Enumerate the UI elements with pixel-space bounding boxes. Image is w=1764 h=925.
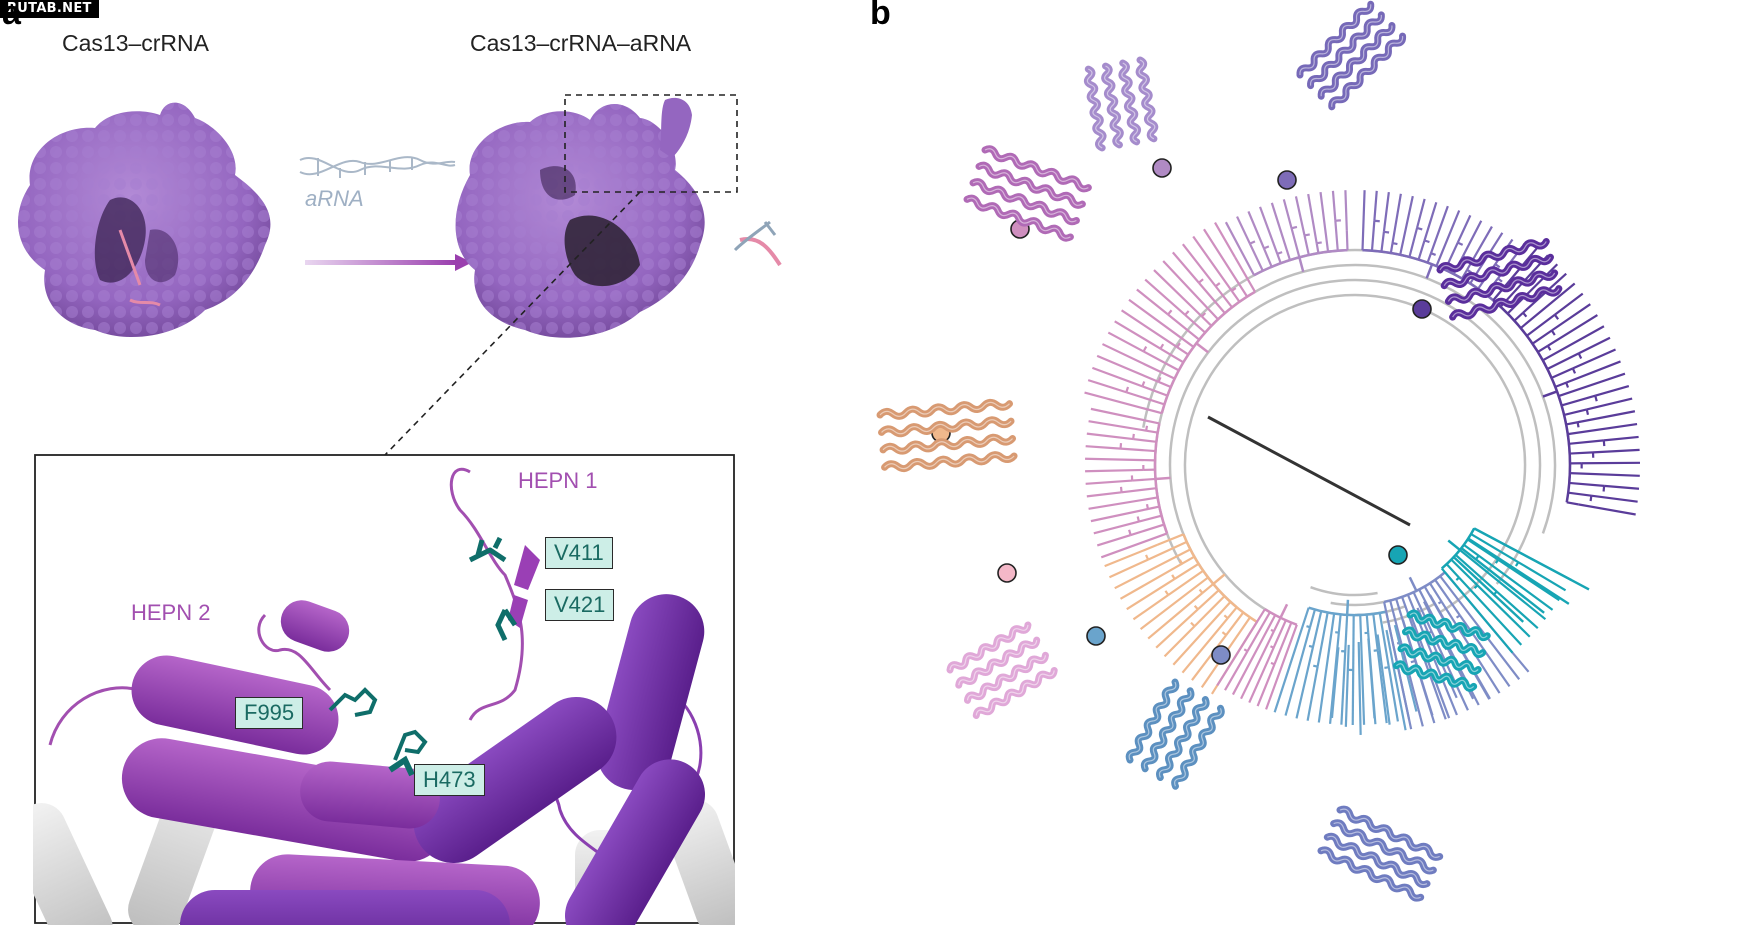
state2-title: Cas13–crRNA–aRNA bbox=[470, 30, 692, 56]
clade-marker bbox=[1412, 299, 1432, 319]
clade-marker bbox=[1277, 170, 1297, 190]
protein-cartoon-icon bbox=[1392, 609, 1491, 692]
protein-cartoon-icon bbox=[1125, 678, 1225, 790]
zoom-inset bbox=[33, 454, 735, 925]
clade-marker bbox=[1086, 626, 1106, 646]
protein-surface-crrna bbox=[17, 102, 271, 338]
protein-cartoon-icon bbox=[1436, 238, 1563, 321]
clade-marker bbox=[1388, 545, 1408, 565]
residue-label-v421: V421 bbox=[545, 589, 615, 621]
clade-marker bbox=[997, 563, 1017, 583]
protein-cartoon-icon bbox=[946, 621, 1058, 719]
arna-label: aRNA bbox=[305, 186, 364, 211]
watermark: RUTAB.NET bbox=[0, 0, 99, 18]
transition-arrow bbox=[305, 254, 472, 271]
clade-marker bbox=[1152, 158, 1172, 178]
residue-label-h473: H473 bbox=[414, 764, 485, 796]
state1-title: Cas13–crRNA bbox=[62, 30, 209, 56]
clade-marker bbox=[1211, 645, 1231, 665]
structure-cartoons bbox=[876, 0, 1563, 902]
protein-cartoon-icon bbox=[1317, 805, 1444, 902]
zoom-region-box bbox=[564, 94, 738, 193]
protein-cartoon-icon bbox=[963, 145, 1092, 242]
hepn1-label: HEPN 1 bbox=[518, 468, 598, 493]
protein-surface-crrna-arna bbox=[455, 97, 782, 338]
panel-a-label: a bbox=[2, 0, 21, 32]
residue-label-v411: V411 bbox=[545, 537, 613, 569]
hepn2-label: HEPN 2 bbox=[131, 600, 211, 625]
arna-helix-icon bbox=[299, 156, 456, 178]
residue-label-f995: F995 bbox=[235, 697, 304, 729]
protein-cartoon-icon bbox=[876, 398, 1018, 473]
panel-b-label: b bbox=[870, 0, 891, 32]
protein-cartoon-icon bbox=[1083, 56, 1159, 152]
protein-cartoon-icon bbox=[1296, 0, 1407, 111]
